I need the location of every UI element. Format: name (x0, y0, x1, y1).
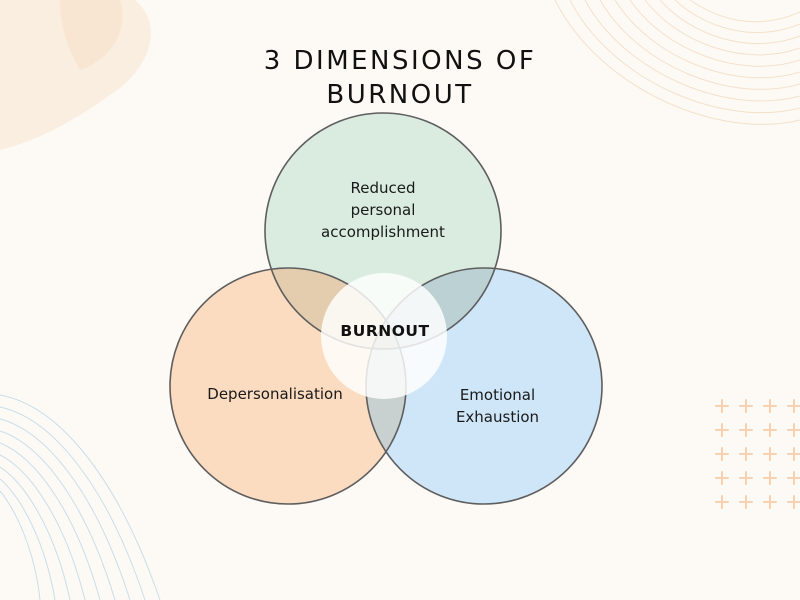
label-right-line-2: Exhaustion (455, 408, 540, 426)
plus-pattern (715, 399, 800, 509)
label-right-line-1: Emotional (459, 386, 536, 404)
label-reduced-personal-accomplishment: Reduced personal accomplishment (288, 177, 478, 243)
center-circle (321, 273, 447, 399)
peach-blob-accent (60, 0, 123, 70)
page-title: 3 DIMENSIONS OF BURNOUT (0, 44, 800, 112)
contour-lines-top-right (554, 0, 800, 125)
label-depersonalisation: Depersonalisation (195, 383, 355, 405)
label-burnout: BURNOUT (340, 322, 430, 340)
label-top-line-3: accomplishment (321, 223, 445, 241)
title-line-1: 3 DIMENSIONS OF (263, 46, 537, 76)
label-top-line-2: personal (350, 201, 416, 219)
label-left-line-1: Depersonalisation (207, 385, 343, 403)
contour-lines-bottom-left (0, 394, 161, 600)
title-line-2: BURNOUT (326, 80, 474, 110)
label-top-line-1: Reduced (350, 179, 416, 197)
peach-blob-top-left (0, 0, 151, 150)
label-emotional-exhaustion: Emotional Exhaustion (425, 384, 570, 428)
